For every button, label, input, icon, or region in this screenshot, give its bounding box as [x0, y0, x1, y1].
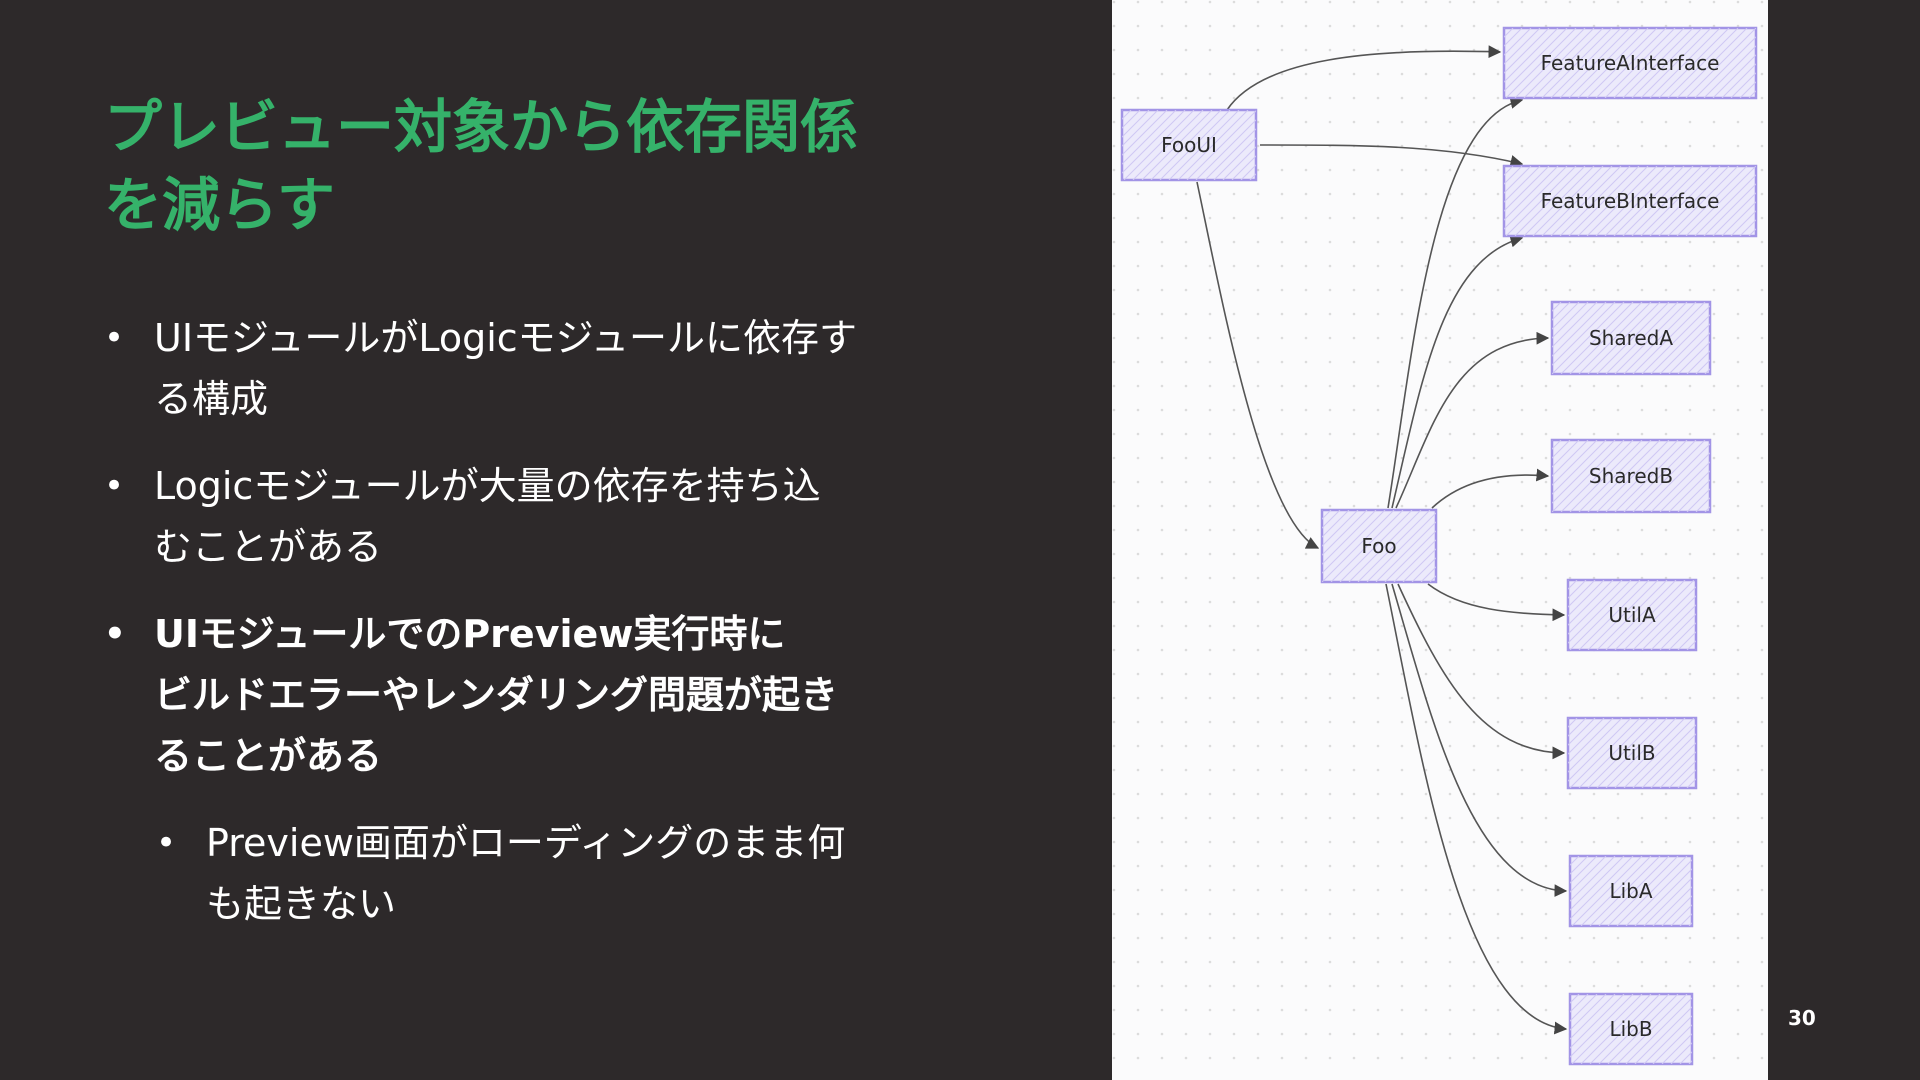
slide-title: プレビュー対象から依存関係 を減らす: [104, 88, 924, 244]
edge-foo-to-util-b: [1397, 583, 1566, 760]
node-label: SharedB: [1589, 464, 1673, 488]
edge-foo-to-feature-b-interface: [1391, 234, 1524, 509]
node-hatch: [1504, 166, 1756, 236]
bullet-1-line-2: る構成: [154, 377, 269, 421]
node-feature-a-interface: FeatureAInterface: [1502, 26, 1758, 100]
node-hatch: [1322, 510, 1436, 582]
node-foo: Foo: [1320, 508, 1438, 584]
edge-foo-to-lib-a: [1391, 583, 1568, 898]
bullet-4-line-1: Preview画面がローディングのまま何: [206, 821, 846, 865]
bullet-2-line-1: Logicモジュールが大量の依存を持ち込: [154, 464, 821, 508]
dependency-graph-svg: FooUI Foo FeatureAInterfaceFeatureBInterfa…: [1112, 0, 1768, 1080]
bullet-item-4-sub: • Preview画面がローディングのまま何 も起きない: [152, 813, 920, 935]
node-fooui: FooUI: [1120, 108, 1258, 182]
node-hatch: [1504, 28, 1756, 98]
node-shared-a: SharedA: [1550, 300, 1712, 376]
node-label: UtilB: [1608, 741, 1655, 765]
edge-foo-to-lib-b: [1385, 583, 1568, 1035]
bullet-item-2: • Logicモジュールが大量の依存を持ち込 むことがある: [100, 456, 920, 578]
edge-foo-to-feature-a-interface: [1387, 96, 1524, 509]
bullet-item-3: • UIモジュールでのPreview実行時に ビルドエラーやレンダリング問題が起…: [100, 604, 920, 787]
bullet-dot: •: [104, 466, 125, 506]
bullet-item-1: • UIモジュールがLogicモジュールに依存す る構成: [100, 308, 920, 430]
edge-layer: [1196, 45, 1568, 1035]
page-number: 30: [1788, 1006, 1816, 1030]
bullet-3-line-1: UIモジュールでのPreview実行時に: [154, 612, 786, 656]
node-hatch: [1568, 718, 1696, 788]
node-label: FeatureAInterface: [1541, 51, 1720, 75]
bullet-4-line-2: も起きない: [206, 882, 397, 926]
node-util-b: UtilB: [1566, 716, 1698, 790]
node-lib-b: LibB: [1568, 992, 1694, 1066]
node-hatch: [1570, 856, 1692, 926]
node-label: LibB: [1609, 1017, 1652, 1041]
node-lib-a: LibA: [1568, 854, 1694, 928]
bullet-3-line-3: ることがある: [154, 734, 383, 778]
bullet-1-line-1: UIモジュールがLogicモジュールに依存す: [154, 316, 858, 360]
node-label: Foo: [1361, 534, 1396, 558]
node-label: LibA: [1609, 879, 1652, 903]
edge-foo-to-util-a: [1427, 583, 1566, 622]
node-hatch: [1570, 994, 1692, 1064]
bullet-dot: •: [156, 823, 177, 863]
node-label: FooUI: [1161, 133, 1217, 157]
bullet-dot: •: [104, 318, 125, 358]
edge-foo-to-shared-a: [1395, 331, 1550, 509]
node-label: SharedA: [1589, 326, 1673, 350]
bullet-dot: •: [104, 614, 126, 654]
node-hatch: [1568, 580, 1696, 650]
edge-fooui-to-feature-b-interface: [1259, 144, 1524, 168]
node-util-a: UtilA: [1566, 578, 1698, 652]
bullet-3-line-2: ビルドエラーやレンダリング問題が起き: [154, 673, 839, 717]
node-hatch: [1552, 440, 1710, 512]
node-label: FeatureBInterface: [1541, 189, 1720, 213]
title-line-1: プレビュー対象から依存関係: [104, 93, 859, 161]
title-line-2: を減らす: [104, 171, 335, 239]
edge-fooui-to-feature-a-interface: [1226, 45, 1502, 111]
node-label: UtilA: [1608, 603, 1656, 627]
bullet-list: • UIモジュールがLogicモジュールに依存す る構成 • Logicモジュー…: [100, 308, 920, 961]
edge-foo-to-shared-b: [1431, 468, 1550, 509]
node-hatch: [1552, 302, 1710, 374]
node-feature-b-interface: FeatureBInterface: [1502, 164, 1758, 238]
node-hatch: [1122, 110, 1256, 180]
edge-fooui-to-foo: [1196, 181, 1320, 549]
node-shared-b: SharedB: [1550, 438, 1712, 514]
bullet-2-line-2: むことがある: [154, 525, 383, 569]
node-layer: FooUI Foo FeatureAInterfaceFeatureBInterfa…: [1120, 26, 1758, 1066]
